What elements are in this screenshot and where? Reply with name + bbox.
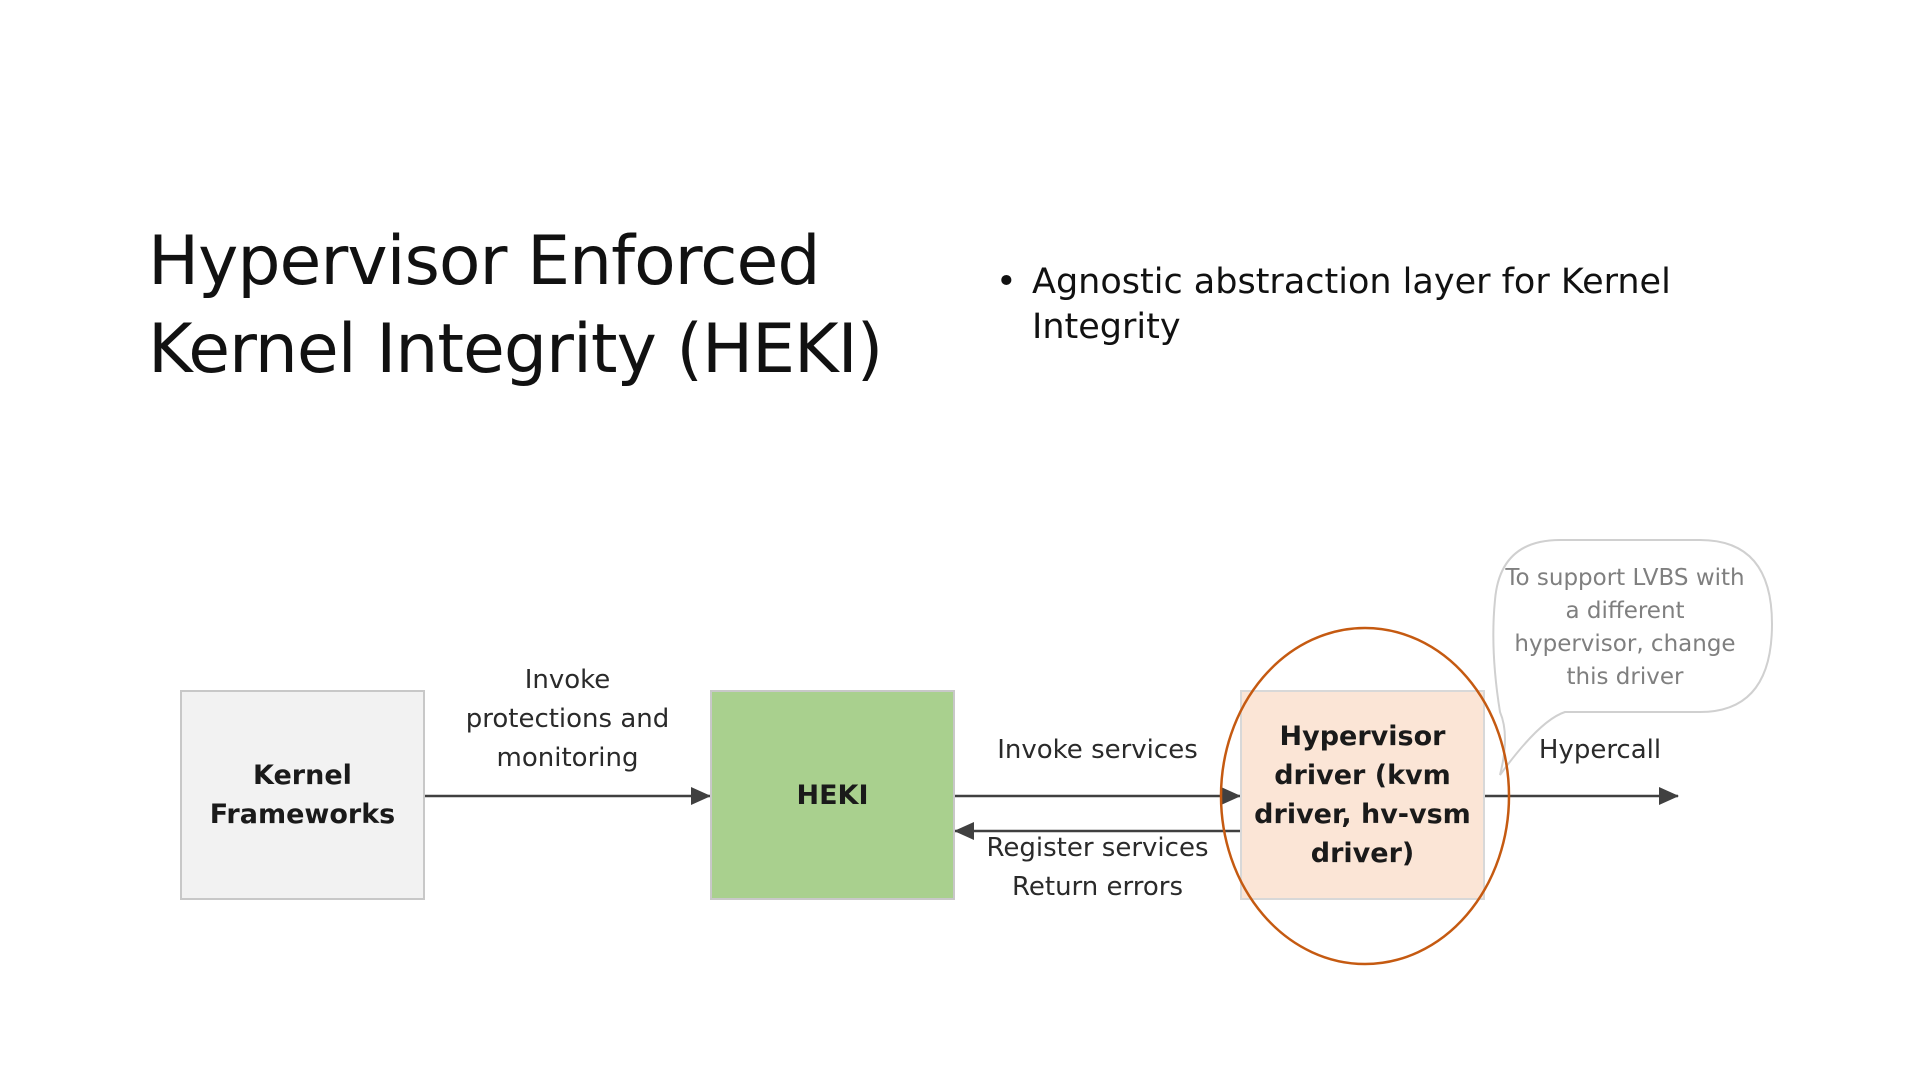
callout-line-2: a different — [1565, 598, 1685, 624]
hypervisor-driver-box: Hypervisor driver (kvm driver, hv-vsm dr… — [1240, 690, 1485, 900]
hypervisor-driver-line-2: driver (kvm — [1274, 760, 1451, 791]
callout-bubble — [1492, 539, 1774, 776]
invoke-protections-line-2: protections and — [465, 704, 670, 734]
kernel-frameworks-box: Kernel Frameworks — [180, 690, 425, 900]
register-services-line-2: Return errors — [1011, 872, 1184, 902]
invoke-protections-line-3: monitoring — [496, 743, 639, 773]
hypercall-label: Hypercall — [1538, 735, 1662, 765]
callout-text: To support LVBS with a different hypervi… — [1490, 562, 1760, 694]
callout-line-1: To support LVBS with — [1505, 565, 1745, 591]
heki-box: HEKI — [710, 690, 955, 900]
register-services-line-1: Register services — [986, 833, 1209, 863]
callout-line-3: hypervisor, change — [1514, 631, 1736, 657]
slide-title-line-1: Hypervisor Enforced — [148, 222, 821, 301]
callout-line-4: this driver — [1566, 664, 1684, 690]
register-services-label: Register services Return errors — [975, 829, 1220, 907]
invoke-protections-line-1: Invoke — [524, 665, 611, 695]
hypervisor-driver-line-3: driver, hv-vsm — [1254, 799, 1471, 830]
bullet-line-2: Integrity — [1032, 307, 1181, 347]
bullet-line-1: Agnostic abstraction layer for Kernel — [1032, 262, 1671, 302]
invoke-services-label: Invoke services — [997, 735, 1198, 765]
heki-label: HEKI — [796, 779, 869, 811]
slide-title: Hypervisor Enforced Kernel Integrity (HE… — [148, 218, 908, 394]
hypervisor-driver-line-4: driver) — [1310, 838, 1415, 869]
bullet-list: Agnostic abstraction layer for Kernel In… — [996, 260, 1716, 350]
kernel-frameworks-line-2: Frameworks — [209, 799, 396, 830]
invoke-protections-label: Invoke protections and monitoring — [445, 661, 690, 778]
slide-title-line-2: Kernel Integrity (HEKI) — [148, 310, 883, 389]
bullet-item: Agnostic abstraction layer for Kernel In… — [996, 260, 1716, 350]
hypervisor-driver-line-1: Hypervisor — [1279, 721, 1446, 752]
kernel-frameworks-line-1: Kernel — [253, 760, 352, 791]
